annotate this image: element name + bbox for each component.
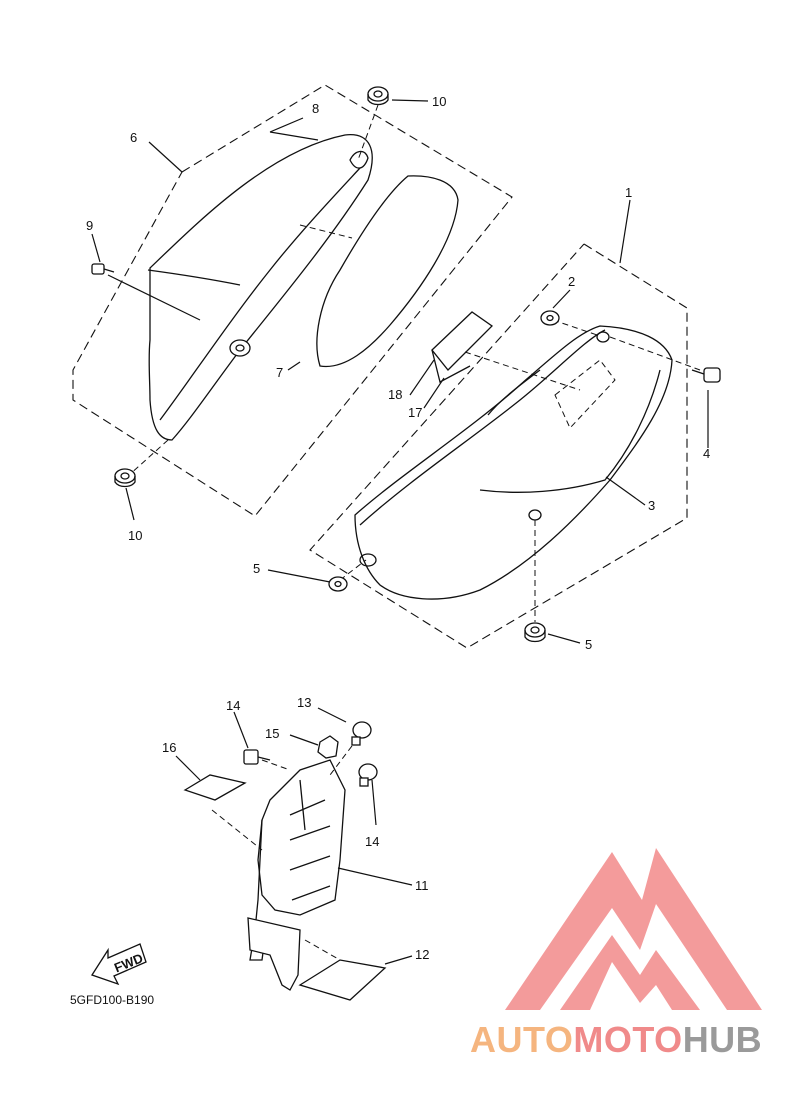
callout-11: 11 — [415, 878, 429, 893]
diagram-part-code: 5GFD100-B190 — [70, 993, 154, 1007]
label16-guide — [211, 809, 263, 851]
brand-part-hub: HUB — [682, 1019, 763, 1060]
leader-8b — [269, 131, 319, 141]
leader-8 — [269, 117, 304, 133]
callout-15: 15 — [265, 726, 279, 741]
bolt-icon — [243, 749, 271, 765]
bracket-group: 14 13 15 14 16 11 12 — [162, 695, 429, 1001]
bolt13-guide — [329, 737, 359, 776]
leader-9 — [91, 233, 101, 263]
callout-13: 13 — [297, 695, 311, 710]
leader-17 — [423, 377, 445, 409]
callout-2: 2 — [568, 274, 575, 289]
callout-9: 9 — [86, 218, 93, 233]
callout-3: 3 — [648, 498, 655, 513]
callout-16: 16 — [162, 740, 176, 755]
left-side-cover-group: 6 8 9 7 10 10 — [72, 84, 513, 543]
watermark-logo-icon — [505, 848, 762, 1010]
right-group-boundary — [309, 243, 688, 649]
right-decal-area — [554, 359, 616, 429]
warning-label — [431, 311, 494, 371]
left-cover-rim — [147, 269, 241, 286]
bolt14a-guide — [261, 759, 291, 771]
brand-part-auto: AUTO — [470, 1019, 574, 1060]
leader-10a — [391, 99, 429, 102]
sheet-guide — [304, 939, 341, 961]
leader-9b — [107, 274, 201, 321]
leader-10b — [125, 487, 135, 521]
cover-decal-guide — [299, 224, 353, 239]
warning-label-fold — [431, 349, 471, 383]
callout-10-top: 10 — [432, 94, 446, 109]
callout-10-bottom: 10 — [128, 528, 142, 543]
callout-4: 4 — [703, 446, 710, 461]
leader-7 — [287, 361, 301, 371]
bracket-body — [257, 759, 346, 916]
callout-1: 1 — [625, 185, 632, 200]
leader-5a — [267, 569, 331, 583]
left-side-cover — [148, 134, 373, 441]
leader-16 — [175, 755, 201, 781]
callout-5-bottom: 5 — [585, 637, 592, 652]
bolt-icon — [351, 721, 372, 746]
callout-14-right: 14 — [365, 834, 379, 849]
screw4-guide — [609, 336, 701, 371]
grommet-icon — [367, 86, 389, 106]
left-group-boundary — [72, 84, 513, 517]
callout-6: 6 — [130, 130, 137, 145]
grommet-icon — [540, 310, 560, 326]
grommet-icon — [114, 468, 136, 488]
cover-grommet-hole-inner — [235, 344, 245, 352]
right-cover-top-hole — [596, 331, 610, 343]
screw-icon — [691, 367, 721, 383]
grommet-icon — [328, 576, 348, 592]
leader-15 — [289, 734, 319, 746]
screw-icon — [91, 263, 115, 275]
right-cover-top-edge — [359, 329, 606, 526]
clip — [317, 735, 339, 759]
right-cover-ridge — [487, 369, 541, 416]
right-side-cover — [354, 325, 673, 600]
right-cover-inner-edge — [479, 369, 661, 493]
caution-label — [183, 774, 247, 801]
leader-18 — [409, 359, 435, 396]
left-cover-top-tab — [349, 150, 369, 169]
grommet-bottom-guide — [127, 439, 169, 477]
left-decal — [316, 175, 459, 368]
callout-18: 18 — [388, 387, 402, 402]
leader-6 — [148, 141, 183, 173]
grommet-icon — [524, 622, 546, 643]
bracket-inner-lines — [289, 779, 331, 901]
callout-8: 8 — [312, 101, 319, 116]
leader-1 — [619, 199, 631, 264]
leader-11 — [337, 867, 413, 886]
callout-5-left: 5 — [253, 561, 260, 576]
callout-17: 17 — [408, 405, 422, 420]
brand-part-moto: MOTO — [573, 1019, 683, 1060]
leader-3 — [605, 476, 646, 506]
callout-14-left: 14 — [226, 698, 240, 713]
callout-12: 12 — [415, 947, 429, 962]
bracket-lower-tab — [247, 917, 301, 991]
cover-grommet-hole — [229, 339, 251, 357]
watermark-brand: AUTOMOTOHUB — [470, 1020, 800, 1060]
label-guide — [464, 351, 581, 391]
callout-7: 7 — [276, 365, 283, 380]
right-side-cover-group: 1 2 3 4 5 5 18 17 — [253, 185, 721, 652]
left-cover-inner-edge — [159, 167, 361, 421]
grommet2-guide — [552, 319, 601, 337]
forward-arrow-icon: FWD — [91, 943, 147, 986]
leader-14a — [233, 711, 249, 749]
leader-5b — [547, 633, 581, 644]
bolt-icon — [358, 763, 378, 787]
rubber-sheet — [298, 959, 387, 1001]
leader-12 — [384, 955, 413, 965]
grommet5a-guide — [339, 559, 367, 581]
leader-2 — [552, 289, 571, 309]
right-cover-lower-hole — [359, 553, 377, 567]
leader-13 — [317, 707, 347, 723]
leader-14b — [371, 779, 377, 826]
